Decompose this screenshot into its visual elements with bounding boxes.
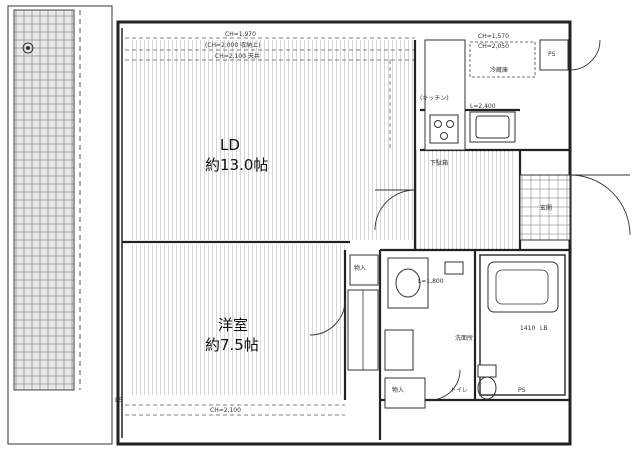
upper-right-storage [469, 39, 569, 78]
washroom-label: 洗面所 [455, 334, 473, 342]
ps-top-label: PS [548, 51, 556, 58]
entrance-tiles [519, 174, 571, 241]
bath-size-label: 1410 [520, 325, 535, 332]
kitchen-counter [424, 39, 516, 151]
toilet-label: トイレ [450, 387, 468, 394]
bath-lb-label: LB [540, 325, 547, 332]
ch-label-1: CH=1,970 [225, 31, 256, 38]
washroom-sink [387, 257, 464, 309]
shoe-cabinet-label: 下駄箱 [430, 159, 448, 167]
ceiling-lines [125, 37, 415, 416]
ch-bottom-label: CH=2,100 [210, 407, 241, 414]
storage-label-1: 物入 [354, 264, 366, 272]
western-room-floor [130, 245, 345, 395]
storage-label-2: 物入 [392, 386, 404, 394]
toilet [477, 364, 497, 400]
entrance-label: 玄関 [540, 204, 552, 212]
ld-floor [130, 40, 415, 240]
door-swings [309, 39, 631, 401]
kitchen-note-label: (キッチン) [420, 95, 449, 102]
western-room-name: 洋室 [218, 316, 248, 334]
western-room-size: 約7.5帖 [205, 336, 259, 354]
ch-right-label-2: CH=2,050 [478, 43, 509, 50]
length-1800-label: L=1,800 [418, 278, 444, 285]
ch-label-2: (CH=2,000 収納上) [205, 41, 261, 49]
ld-room-name: LD [220, 136, 240, 154]
closets [347, 254, 426, 409]
fridge-label: 冷蔵庫 [490, 66, 508, 74]
corridor-floor [415, 150, 515, 250]
ch-right-label-1: CH=1,570 [478, 33, 509, 40]
ch-label-3: CH=2,100 天井 [215, 52, 260, 60]
ld-room-size: 約13.0帖 [205, 156, 268, 174]
ps-bottom-left-label: PS [115, 397, 123, 404]
balcony [7, 5, 113, 445]
ps-bottom-right-label: PS [518, 387, 526, 394]
length-2400-label: L=2,400 [470, 103, 496, 110]
